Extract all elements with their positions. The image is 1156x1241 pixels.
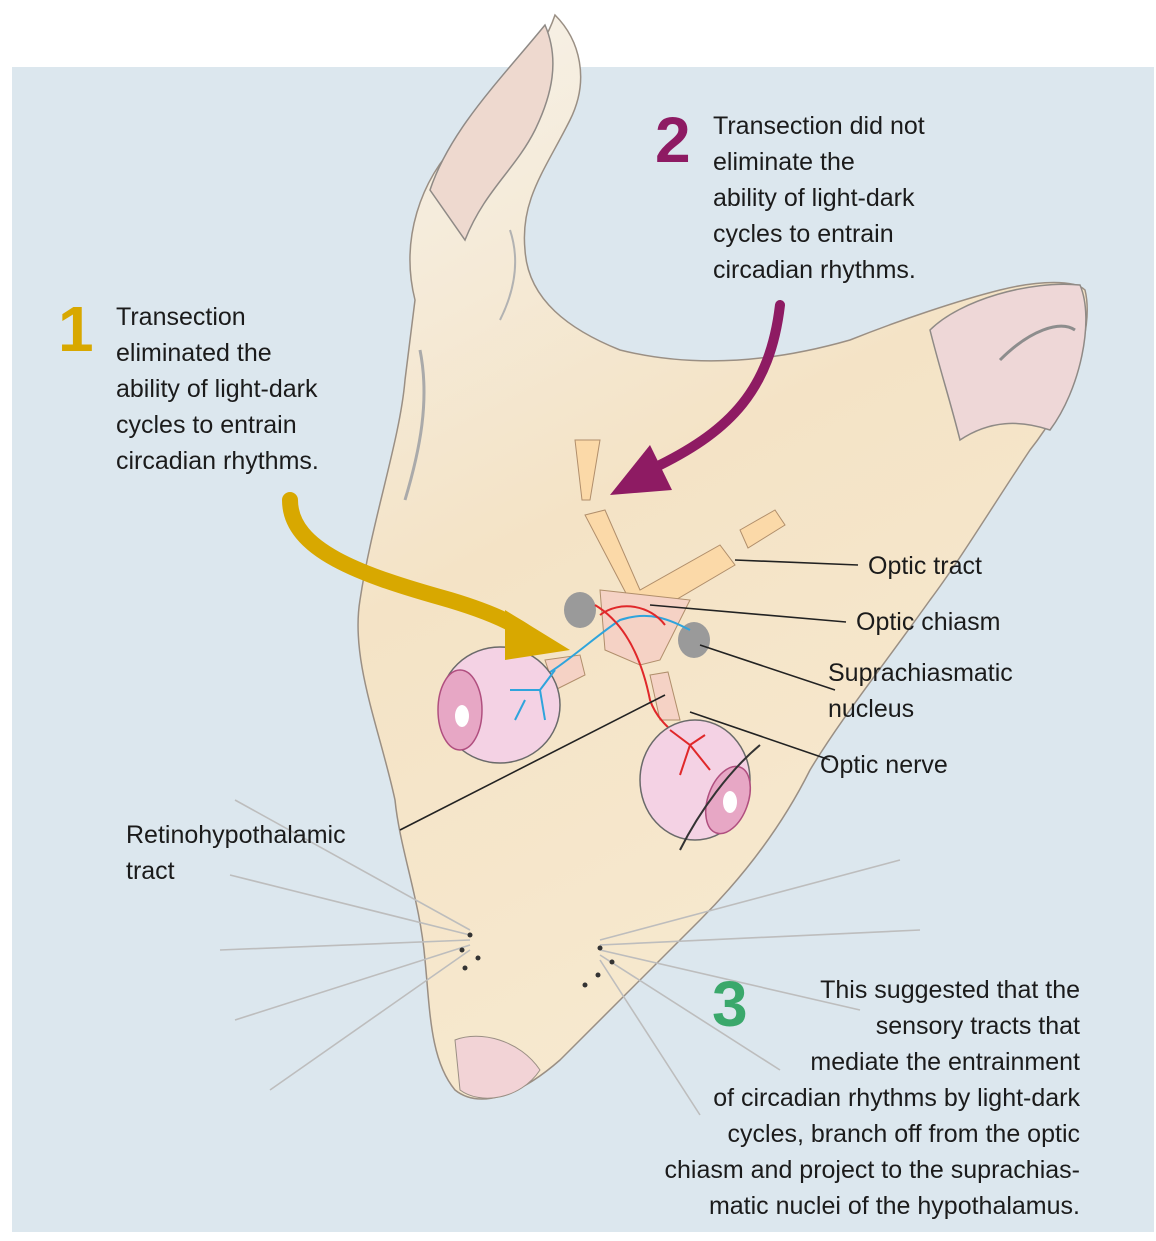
step-3-line: cycles, branch off from the optic — [665, 1116, 1081, 1152]
step-2-line: ability of light-dark — [713, 180, 925, 216]
step-3-text: This suggested that the sensory tracts t… — [665, 972, 1081, 1224]
step-2-number: 2 — [655, 108, 691, 172]
step-1-number: 1 — [58, 297, 94, 361]
scn-left — [564, 592, 596, 628]
step-3-line: chiasm and project to the suprachias- — [665, 1152, 1081, 1188]
step-1-line: circadian rhythms. — [116, 443, 319, 479]
label-optic-nerve: Optic nerve — [820, 747, 948, 783]
step-2-line: cycles to entrain — [713, 216, 925, 252]
label-scn-line: nucleus — [828, 691, 1013, 727]
step-3-line: matic nuclei of the hypothalamus. — [665, 1188, 1081, 1224]
step-1-line: eliminated the — [116, 335, 319, 371]
label-rht-line: Retinohypothalamic — [126, 817, 346, 853]
label-optic-chiasm: Optic chiasm — [856, 604, 1000, 640]
step-2-line: circadian rhythms. — [713, 252, 925, 288]
label-optic-tract: Optic tract — [868, 548, 982, 584]
label-scn: Suprachiasmatic nucleus — [828, 655, 1013, 727]
step-3-line: sensory tracts that — [665, 1008, 1081, 1044]
step-1-line: ability of light-dark — [116, 371, 319, 407]
step-3-line: mediate the entrainment — [665, 1044, 1081, 1080]
step-3-line: This suggested that the — [665, 972, 1081, 1008]
step-2-text: Transection did not eliminate the abilit… — [713, 108, 925, 288]
step-3-line: of circadian rhythms by light-dark — [665, 1080, 1081, 1116]
label-retinohypothalamic-tract: Retinohypothalamic tract — [126, 817, 346, 889]
label-scn-line: Suprachiasmatic — [828, 655, 1013, 691]
step-2-line: Transection did not — [713, 108, 925, 144]
step-1-line: cycles to entrain — [116, 407, 319, 443]
label-rht-line: tract — [126, 853, 346, 889]
eye-icon — [438, 647, 560, 763]
step-1-line: Transection — [116, 299, 319, 335]
step-1-text: Transection eliminated the ability of li… — [116, 299, 319, 479]
step-2-line: eliminate the — [713, 144, 925, 180]
